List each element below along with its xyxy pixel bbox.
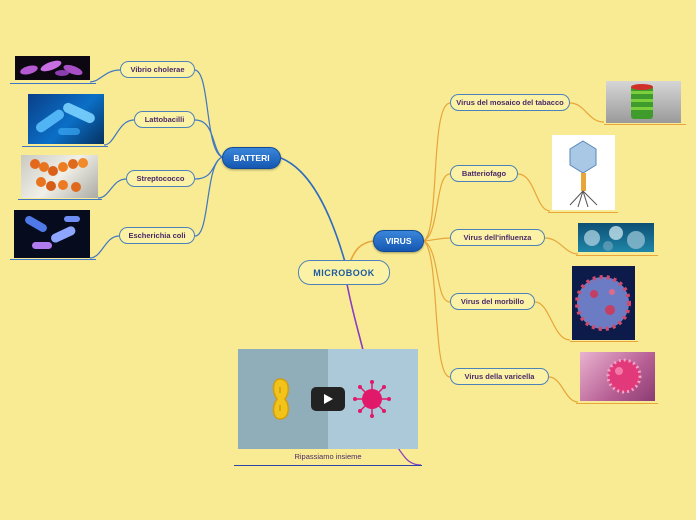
vibrio-cholerae-image[interactable]	[15, 56, 90, 80]
lattobacilli-node[interactable]: Lattobacilli	[134, 111, 195, 128]
video-thumbnail[interactable]	[238, 349, 418, 449]
link-root-virus	[349, 240, 374, 263]
vibrio-cholerae-label: Vibrio cholerae	[130, 65, 185, 74]
link-streptococco-image	[97, 178, 127, 199]
virus-node[interactable]: VIRUS	[373, 230, 424, 252]
virus-varicella-label: Virus della varicella	[464, 372, 535, 381]
virus-influenza-node[interactable]: Virus dell'influenza	[450, 229, 545, 246]
virus-influenza-label: Virus dell'influenza	[463, 233, 532, 242]
varicella-image-underline	[576, 403, 658, 404]
virus-mosaico-tabacco-node[interactable]: Virus del mosaico del tabacco	[450, 94, 570, 111]
lattobacilli-bacteria-icon	[35, 102, 95, 135]
play-icon	[324, 394, 333, 404]
vibrio-bacteria-icon	[20, 60, 83, 76]
virus-morbillo-node[interactable]: Virus del morbillo	[450, 293, 535, 310]
batteriofago-image-underline	[548, 212, 618, 213]
virus-mosaico-tabacco-image[interactable]	[606, 81, 681, 123]
link-influenza-image	[544, 237, 579, 255]
escherichia-coli-bacteria-icon	[25, 216, 80, 249]
vibrio-image-underline	[10, 83, 96, 84]
link-batteri-vibrio	[194, 69, 223, 158]
influenza-virus-icon	[584, 226, 645, 251]
virus-morbillo-label: Virus del morbillo	[460, 297, 525, 306]
lattobacilli-label: Lattobacilli	[144, 115, 185, 124]
link-morbillo-image	[534, 301, 571, 341]
batteri-label: BATTERI	[233, 153, 270, 163]
video-illustration	[272, 378, 391, 420]
batteri-node[interactable]: BATTERI	[222, 147, 281, 169]
virus-label: VIRUS	[385, 236, 412, 246]
link-virus-varicella	[423, 240, 451, 378]
lattobacilli-image[interactable]	[28, 94, 104, 144]
link-lattobacilli-image	[103, 119, 135, 146]
link-root-video	[346, 283, 364, 351]
link-virus-batteriofago	[423, 173, 451, 242]
root-node[interactable]: MICROBOOK	[298, 260, 390, 285]
streptococco-image[interactable]	[21, 155, 98, 198]
escherichia-coli-node[interactable]: Escherichia coli	[119, 227, 195, 244]
link-mosaico-image	[569, 102, 605, 123]
influenza-image-underline	[576, 255, 658, 256]
root-label: MICROBOOK	[313, 267, 375, 278]
play-button[interactable]	[311, 387, 345, 411]
link-virus-influenza	[423, 237, 451, 242]
morbillo-image-underline	[570, 341, 638, 342]
link-batteri-ecoli	[194, 156, 223, 237]
virus-pink-icon	[353, 380, 391, 418]
batteriofago-image[interactable]	[552, 135, 615, 210]
measles-virus-icon	[575, 275, 631, 331]
link-vibrio-image	[89, 69, 121, 83]
link-varicella-image	[548, 376, 579, 403]
link-batteri-lattobacilli	[194, 119, 223, 158]
link-root-batteri	[280, 157, 346, 263]
batteriofago-node[interactable]: Batteriofago	[450, 165, 518, 182]
link-virus-morbillo	[423, 240, 451, 303]
escherichia-coli-image[interactable]	[14, 210, 90, 258]
link-video-underline	[397, 447, 422, 466]
link-batteriofago-image	[517, 173, 551, 212]
ecoli-image-underline	[10, 259, 96, 260]
lattobacilli-image-underline	[22, 146, 108, 147]
escherichia-coli-label: Escherichia coli	[128, 231, 186, 240]
video-underline	[234, 465, 422, 466]
streptococco-image-underline	[18, 199, 102, 200]
virus-influenza-image[interactable]	[578, 223, 654, 252]
virus-mosaico-tabacco-label: Virus del mosaico del tabacco	[456, 98, 564, 107]
vibrio-cholerae-node[interactable]: Vibrio cholerae	[120, 61, 195, 78]
virus-varicella-node[interactable]: Virus della varicella	[450, 368, 549, 385]
batteriofago-label: Batteriofago	[461, 169, 507, 178]
link-ecoli-image	[89, 235, 120, 259]
bacteriophage-icon	[569, 140, 598, 208]
virus-varicella-image[interactable]	[580, 352, 655, 401]
streptococco-node[interactable]: Streptococco	[126, 170, 195, 187]
virus-morbillo-image[interactable]	[572, 266, 635, 340]
link-virus-mosaico	[423, 102, 451, 242]
streptococco-bacteria-icon	[30, 158, 88, 192]
mosaico-image-underline	[604, 124, 686, 125]
streptococco-label: Streptococco	[136, 174, 185, 183]
tobacco-mosaic-virus-icon	[631, 84, 653, 119]
varicella-virus-icon	[606, 358, 642, 394]
video-label: Ripassiamo insieme	[294, 452, 362, 461]
